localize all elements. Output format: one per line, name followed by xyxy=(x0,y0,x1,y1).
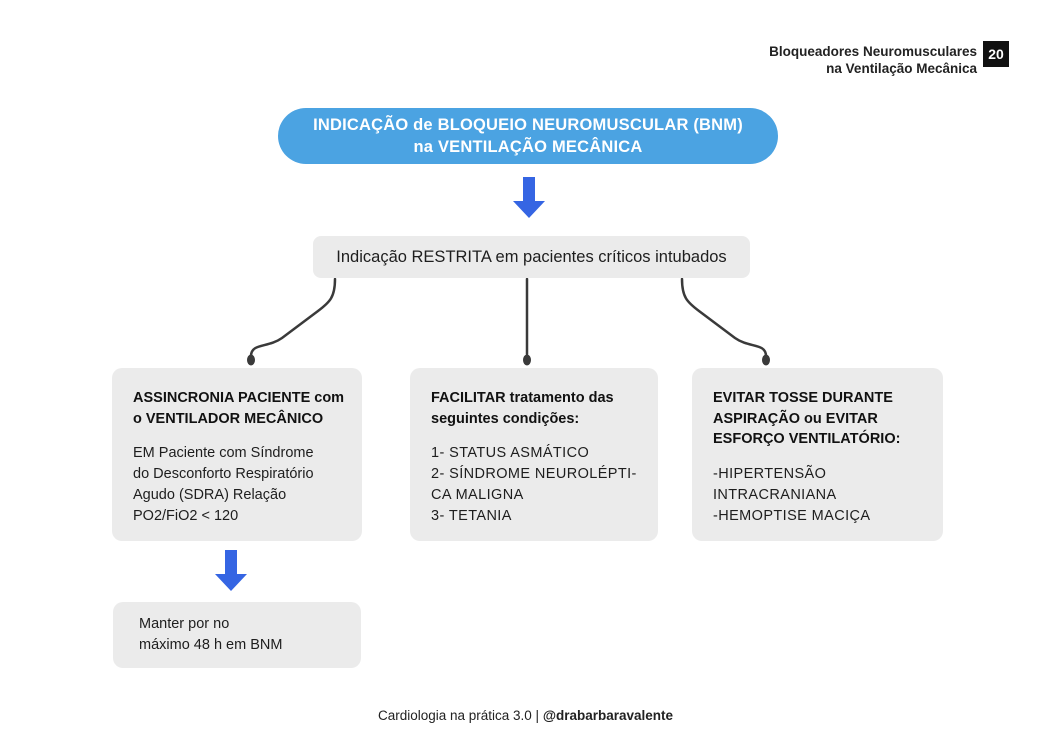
footer-credit: Cardiologia na prática 3.0 | @drabarbara… xyxy=(0,708,1051,723)
title-banner-line2: na VENTILAÇÃO MECÂNICA xyxy=(413,138,643,156)
branch-body: 1- STATUS ASMÁTICO 2- SÍNDROME NEUROLÉPT… xyxy=(431,445,637,525)
branch-box-avoid-cough: EVITAR TOSSE DURANTE ASPIRAÇÃO ou EVITAR… xyxy=(692,368,943,541)
page-header: Bloqueadores Neuromusculares na Ventilaç… xyxy=(769,41,1009,78)
title-banner: INDICAÇÃO de BLOQUEIO NEUROMUSCULAR (BNM… xyxy=(278,108,778,164)
footer-text: Cardiologia na prática 3.0 | xyxy=(377,708,543,723)
connector-dot-right xyxy=(762,354,770,366)
header-title-line2: na Ventilação Mecânica xyxy=(826,61,977,77)
header-title: Bloqueadores Neuromusculares na Ventilaç… xyxy=(769,41,977,78)
title-banner-line1: INDICAÇÃO de BLOQUEIO NEUROMUSCULAR (BNM… xyxy=(313,115,743,134)
branch-heading: FACILITAR tratamento das seguintes condi… xyxy=(431,390,614,427)
down-arrow-icon xyxy=(215,550,247,591)
branch-heading: EVITAR TOSSE DURANTE ASPIRAÇÃO ou EVITAR… xyxy=(713,390,901,448)
branch-box-facilitate: FACILITAR tratamento das seguintes condi… xyxy=(410,368,658,541)
down-arrow-icon xyxy=(513,177,545,218)
duration-note: Manter por no máximo 48 h em BNM xyxy=(113,602,361,668)
branch-body: EM Paciente com Síndrome do Desconforto … xyxy=(133,445,314,525)
header-title-line1: Bloqueadores Neuromusculares xyxy=(769,44,977,59)
branch-body: -HIPERTENSÃO INTRACRANIANA -HEMOPTISE MA… xyxy=(713,465,871,524)
restriction-note: Indicação RESTRITA em pacientes críticos… xyxy=(313,236,750,278)
footer-handle: @drabarbaravalente xyxy=(542,708,674,723)
page-number-badge: 20 xyxy=(983,41,1009,67)
branch-box-asynchrony: ASSINCRONIA PACIENTE com o VENTILADOR ME… xyxy=(112,368,362,541)
connector-dot-left xyxy=(247,354,255,366)
branch-heading: ASSINCRONIA PACIENTE com o VENTILADOR ME… xyxy=(133,390,345,427)
connector-dot-center xyxy=(523,354,531,366)
